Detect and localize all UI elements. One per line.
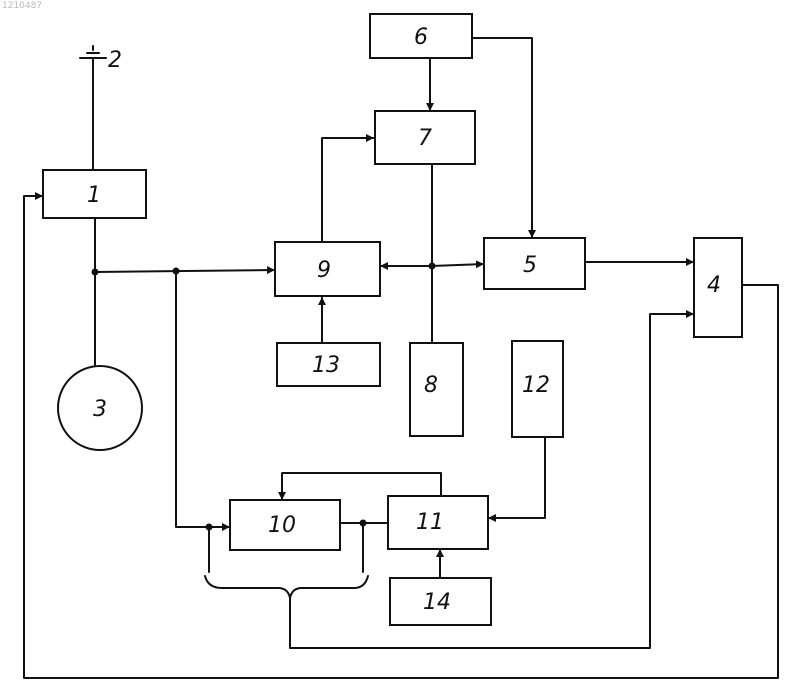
junction-dots: [92, 263, 436, 531]
block-10: 10: [230, 500, 340, 550]
block-10-label: 10: [268, 513, 296, 538]
block-13-label: 13: [312, 353, 340, 378]
document-id: 1210487: [2, 1, 42, 11]
block-14: 14: [390, 578, 491, 625]
block-12: 12: [512, 341, 563, 437]
block-11-label: 11: [416, 510, 444, 535]
block-7: 7: [375, 111, 475, 164]
block-4-label: 4: [707, 273, 721, 298]
block-13: 13: [277, 343, 380, 386]
block-4: 4: [694, 238, 742, 337]
block-8-label: 8: [424, 373, 438, 398]
ground-label: 2: [108, 48, 122, 73]
block-3: 3: [58, 366, 142, 450]
block-14-label: 14: [423, 590, 451, 615]
block-11: 11: [388, 496, 488, 549]
ground-symbol: [80, 46, 106, 170]
block-3-label: 3: [93, 397, 107, 422]
block-6-label: 6: [414, 25, 428, 50]
block-12-label: 12: [522, 373, 550, 398]
block-7-label: 7: [418, 126, 432, 151]
block-1-label: 1: [87, 183, 101, 208]
block-5-label: 5: [523, 253, 537, 278]
block-5: 5: [484, 238, 585, 289]
block-1: 1: [43, 170, 146, 218]
block-9-label: 9: [317, 258, 331, 283]
block-6: 6: [370, 14, 472, 58]
block-9: 9: [275, 242, 380, 296]
block-8: 8: [410, 343, 463, 436]
